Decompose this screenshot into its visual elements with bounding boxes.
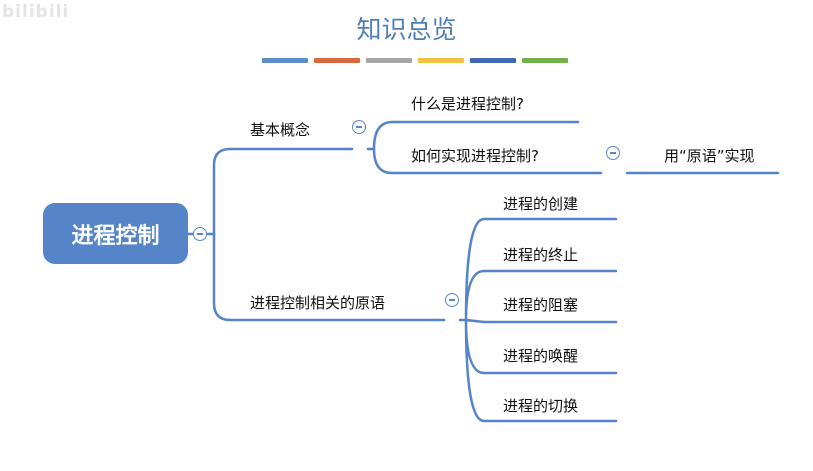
color-stripe-1: [262, 58, 308, 63]
node-process-control-primitives[interactable]: 进程控制相关的原语: [250, 294, 386, 312]
connector-primitive-arcs: [464, 217, 486, 423]
node-basic-concepts[interactable]: 基本概念: [250, 121, 311, 139]
connector-basic-children: [344, 120, 394, 175]
node-what-is-process-control[interactable]: 什么是进程控制?: [411, 95, 524, 113]
collapse-icon-primitives[interactable]: [445, 293, 459, 307]
node-process-wakeup[interactable]: 进程的唤醒: [503, 347, 579, 365]
node-process-switch[interactable]: 进程的切换: [503, 397, 579, 415]
connector-trunk: [212, 147, 232, 322]
root-node-process-control[interactable]: 进程控制: [43, 203, 188, 264]
node-process-terminate[interactable]: 进程的终止: [503, 246, 579, 264]
bilibili-watermark: bilibili: [2, 2, 70, 22]
color-stripe-2: [314, 58, 360, 63]
color-stripe-3: [366, 58, 412, 63]
collapse-icon-basic-concepts[interactable]: [352, 120, 366, 134]
node-how-to-implement[interactable]: 如何实现进程控制?: [411, 147, 539, 165]
page-title: 知识总览: [356, 15, 457, 44]
color-stripe-4: [418, 58, 464, 63]
node-implemented-by-primitives[interactable]: 用“原语”实现: [664, 147, 755, 165]
node-process-block[interactable]: 进程的阻塞: [503, 296, 579, 314]
collapse-icon-root[interactable]: [193, 227, 207, 241]
color-stripe-6: [522, 58, 568, 63]
node-process-create[interactable]: 进程的创建: [503, 195, 579, 213]
color-stripe-5: [470, 58, 516, 63]
collapse-icon-how-to-implement[interactable]: [606, 146, 620, 160]
